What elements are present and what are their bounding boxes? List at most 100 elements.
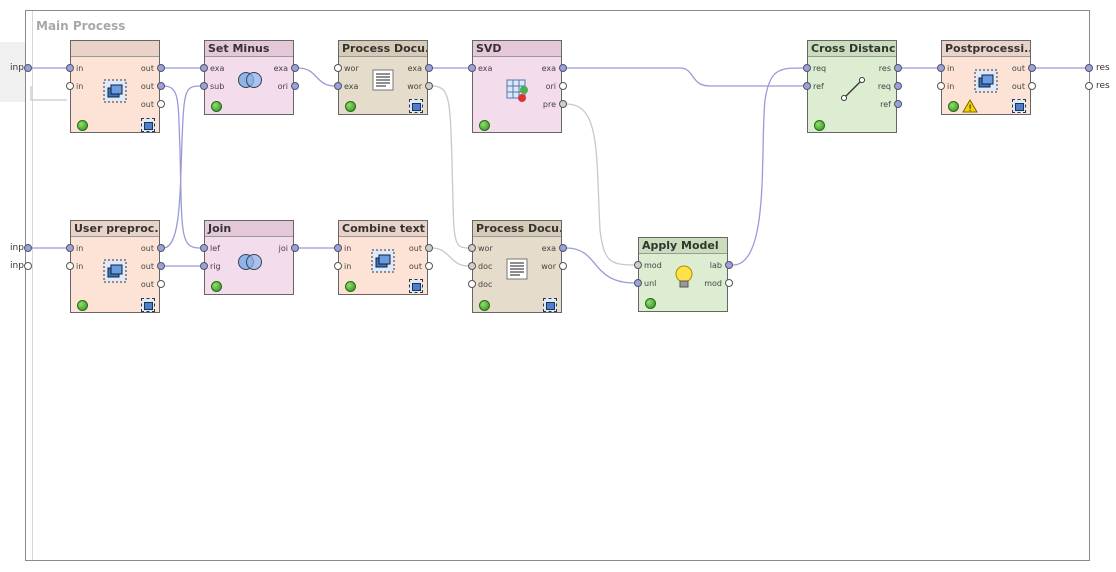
- outer-input-port[interactable]: [24, 64, 32, 72]
- output-port[interactable]: [291, 64, 299, 72]
- subprocess-icon: [974, 69, 998, 97]
- input-port[interactable]: [803, 64, 811, 72]
- operator-title[interactable]: Join: [205, 221, 293, 237]
- subprocess-icon: [103, 79, 127, 107]
- output-port[interactable]: [157, 244, 165, 252]
- output-port[interactable]: [425, 82, 433, 90]
- input-port[interactable]: [468, 280, 476, 288]
- input-port[interactable]: [334, 64, 342, 72]
- input-port[interactable]: [468, 64, 476, 72]
- output-port-label: ori: [545, 82, 556, 91]
- subprocess-mini-icon[interactable]: [543, 298, 557, 312]
- input-port[interactable]: [66, 244, 74, 252]
- output-port-label: joi: [278, 244, 288, 253]
- subprocess-icon: [103, 259, 127, 287]
- operator-join[interactable]: Join lef rig joi: [204, 220, 294, 295]
- input-port[interactable]: [200, 262, 208, 270]
- input-port[interactable]: [634, 261, 642, 269]
- outer-input-port[interactable]: [24, 262, 32, 270]
- operator-subprocess-top[interactable]: in in out out out: [70, 40, 160, 133]
- subprocess-mini-icon[interactable]: [409, 279, 423, 293]
- warning-icon[interactable]: !: [962, 98, 978, 117]
- operator-user-preprocessing[interactable]: User preproc... in in out out out: [70, 220, 160, 313]
- output-port-label: out: [408, 262, 422, 271]
- output-port[interactable]: [894, 82, 902, 90]
- input-port[interactable]: [200, 244, 208, 252]
- operator-process-documents-top[interactable]: Process Docu... wor exa exa wor: [338, 40, 428, 115]
- operator-title[interactable]: Postprocessi...: [942, 41, 1030, 57]
- status-indicator: [211, 281, 222, 292]
- outer-result-port[interactable]: [1085, 64, 1093, 72]
- output-port[interactable]: [157, 262, 165, 270]
- operator-set-minus[interactable]: Set Minus exa sub exa ori: [204, 40, 294, 115]
- outer-input-port[interactable]: [24, 244, 32, 252]
- output-port-label: out: [140, 64, 154, 73]
- output-port[interactable]: [425, 64, 433, 72]
- input-port-label: lef: [210, 244, 220, 253]
- output-port[interactable]: [291, 82, 299, 90]
- operator-title[interactable]: Cross Distanc...: [808, 41, 896, 57]
- subprocess-mini-icon[interactable]: [409, 99, 423, 113]
- operator-postprocessing[interactable]: Postprocessi... in in out out !: [941, 40, 1031, 115]
- subprocess-mini-icon[interactable]: [141, 118, 155, 132]
- document-icon: [506, 258, 528, 284]
- wire: [431, 85, 469, 249]
- status-indicator: [479, 300, 490, 311]
- subprocess-mini-icon[interactable]: [1012, 99, 1026, 113]
- outer-result-port[interactable]: [1085, 82, 1093, 90]
- status-indicator: [814, 120, 825, 131]
- output-port[interactable]: [894, 64, 902, 72]
- output-port[interactable]: [157, 100, 165, 108]
- operator-title[interactable]: Process Docu...: [339, 41, 427, 57]
- output-port[interactable]: [559, 262, 567, 270]
- input-port[interactable]: [200, 82, 208, 90]
- operator-svd[interactable]: SVD exa exa ori pre: [472, 40, 562, 133]
- input-port[interactable]: [937, 64, 945, 72]
- input-port[interactable]: [66, 64, 74, 72]
- output-port[interactable]: [559, 100, 567, 108]
- operator-process-documents-bottom[interactable]: Process Docu... wor doc doc exa wor: [472, 220, 562, 313]
- output-port[interactable]: [157, 64, 165, 72]
- input-port[interactable]: [334, 262, 342, 270]
- operator-title[interactable]: Apply Model: [639, 238, 727, 254]
- input-port[interactable]: [468, 244, 476, 252]
- output-port[interactable]: [894, 100, 902, 108]
- operator-combine-text[interactable]: Combine text in in out out: [338, 220, 428, 295]
- output-port[interactable]: [157, 82, 165, 90]
- output-port[interactable]: [559, 244, 567, 252]
- operator-title[interactable]: Process Docu...: [473, 221, 561, 237]
- input-port-label: ref: [813, 82, 824, 91]
- output-port[interactable]: [725, 261, 733, 269]
- output-port[interactable]: [725, 279, 733, 287]
- operator-cross-distances[interactable]: Cross Distanc... req ref res req ref: [807, 40, 897, 133]
- output-port[interactable]: [157, 280, 165, 288]
- input-port[interactable]: [937, 82, 945, 90]
- output-port[interactable]: [559, 64, 567, 72]
- input-port[interactable]: [334, 244, 342, 252]
- input-port[interactable]: [334, 82, 342, 90]
- input-port-label: exa: [210, 64, 225, 73]
- operator-title[interactable]: [71, 41, 159, 57]
- output-port[interactable]: [425, 244, 433, 252]
- operator-title[interactable]: User preproc...: [71, 221, 159, 237]
- subprocess-mini-icon[interactable]: [141, 298, 155, 312]
- process-title: Main Process: [36, 19, 126, 33]
- operator-title[interactable]: Combine text: [339, 221, 427, 237]
- output-port[interactable]: [559, 82, 567, 90]
- input-port[interactable]: [803, 82, 811, 90]
- output-port-label: out: [1011, 82, 1025, 91]
- input-port[interactable]: [66, 82, 74, 90]
- input-port[interactable]: [468, 262, 476, 270]
- output-port[interactable]: [1028, 82, 1036, 90]
- wire: [732, 67, 804, 266]
- input-port[interactable]: [66, 262, 74, 270]
- output-port[interactable]: [291, 244, 299, 252]
- wire: [297, 67, 336, 87]
- operator-apply-model[interactable]: Apply Model mod unl lab mod: [638, 237, 728, 312]
- operator-title[interactable]: SVD: [473, 41, 561, 57]
- output-port[interactable]: [425, 262, 433, 270]
- output-port[interactable]: [1028, 64, 1036, 72]
- input-port[interactable]: [200, 64, 208, 72]
- input-port[interactable]: [634, 279, 642, 287]
- operator-title[interactable]: Set Minus: [205, 41, 293, 57]
